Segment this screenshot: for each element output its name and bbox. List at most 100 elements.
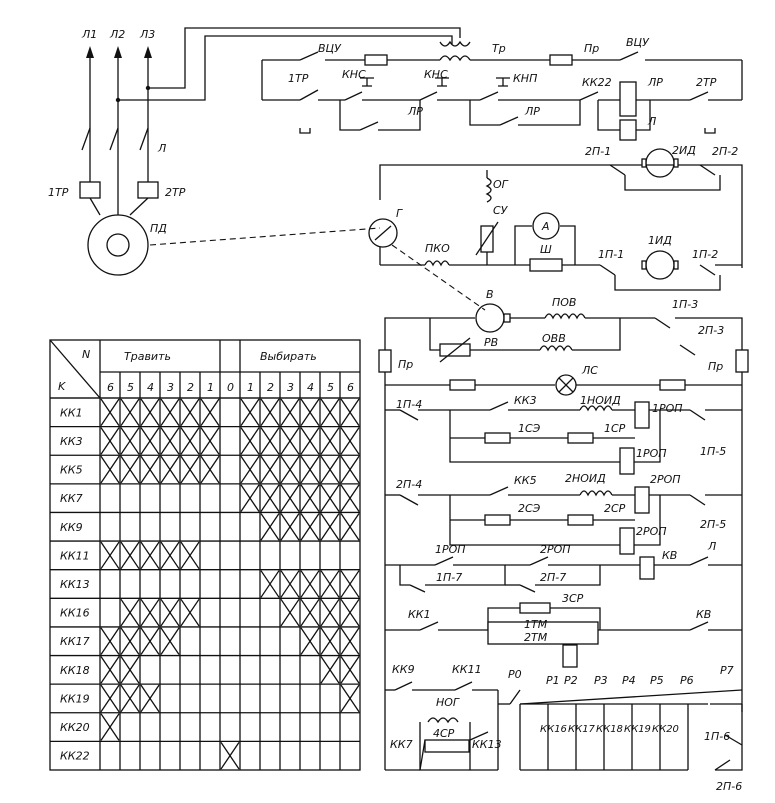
label-2p4: 2П-4 [396, 478, 422, 491]
table-cell-mark [100, 656, 120, 684]
label-LS: ЛС [581, 364, 598, 377]
table-cell-mark [280, 427, 300, 455]
table-cell-mark [100, 713, 120, 741]
generator-section [368, 148, 743, 311]
label-2rop-b: 2РОП [636, 525, 667, 538]
label-1p7: 1П-7 [436, 571, 462, 584]
label-1rop: 1РОП [652, 402, 683, 415]
label-L3: Л3 [139, 28, 155, 41]
label-R1: Р1 [546, 674, 560, 687]
table-position-label: 1 [247, 381, 254, 394]
label-1tm: 1ТМ [524, 618, 548, 631]
table-cell-mark [120, 398, 140, 426]
label-1se: 1СЭ [518, 422, 541, 435]
table-cell-mark [300, 484, 320, 512]
table-cell-mark [260, 427, 280, 455]
label-kns1: КНС [342, 68, 366, 81]
label-PKO: ПКО [425, 242, 450, 255]
label-2p7: 2П-7 [540, 571, 566, 584]
table-cell-mark [160, 541, 180, 570]
table-cell-mark [340, 598, 360, 627]
label-2p6: 2П-6 [716, 780, 742, 793]
label-OG: ОГ [493, 178, 509, 191]
table-group-right: Выбирать [260, 350, 317, 363]
label-R5: Р5 [650, 674, 664, 687]
table-cell-mark [300, 513, 320, 541]
label-kk13: КК13 [472, 738, 502, 751]
table-cell-mark [160, 455, 180, 484]
table-cell-mark [100, 684, 120, 713]
table-corner-n: N [82, 348, 90, 361]
table-cell-mark [120, 598, 140, 627]
label-2p3: 2П-3 [698, 324, 724, 337]
table-cell-mark [160, 427, 180, 455]
label-pr-top: Пр [584, 42, 599, 55]
table-cell-mark [120, 656, 140, 684]
power-section [79, 27, 461, 276]
table-cell-mark [340, 398, 360, 426]
table-cell-mark [260, 484, 280, 512]
table-cell-mark [280, 570, 300, 598]
table-cell-mark [140, 598, 160, 627]
table-cell-mark [240, 427, 260, 455]
table-cell-mark [300, 398, 320, 426]
label-kk3: КК3 [514, 394, 537, 407]
table-position-label: 5 [127, 381, 134, 394]
label-2TR: 2ТР [165, 186, 186, 199]
table-row-label: КК18 [60, 664, 90, 677]
label-nog: НОГ [436, 696, 460, 709]
label-kk7: КК7 [390, 738, 413, 751]
label-1rop-c: 1РОП [435, 543, 466, 556]
table-corner-k: K [58, 380, 66, 393]
table-row-label: КК5 [60, 464, 83, 477]
table-cell-mark [140, 427, 160, 455]
label-R3: Р3 [594, 674, 608, 687]
label-1noid: 1НОИД [580, 394, 621, 407]
label-kv: КВ [662, 549, 677, 562]
table-cell-mark [180, 598, 200, 627]
label-2sr: 2СР [604, 502, 626, 515]
table-row-label: КК16 [60, 607, 90, 620]
table-row-label: КК19 [60, 692, 90, 705]
label-1sr: 1СР [604, 422, 626, 435]
label-kk20: КК20 [652, 724, 679, 735]
table-cell-mark [320, 656, 340, 684]
label-R2: Р2 [564, 674, 578, 687]
table-cell-mark [160, 598, 180, 627]
table-row-label: КК3 [60, 435, 83, 448]
label-L: Л [157, 142, 166, 155]
table-cell-mark [280, 455, 300, 484]
table-position-label: 1 [207, 381, 214, 394]
table-cell-mark [240, 398, 260, 426]
label-1p2: 1П-2 [692, 248, 718, 261]
table-cell-mark [340, 684, 360, 713]
label-kk18: КК18 [596, 724, 623, 735]
label-L-coil: Л [647, 115, 656, 128]
table-cell-mark [120, 427, 140, 455]
label-R0: Р0 [508, 668, 522, 681]
label-kns2: КНС [424, 68, 448, 81]
table-cell-mark [320, 427, 340, 455]
table-cell-mark [140, 398, 160, 426]
label-Sh: Ш [540, 243, 552, 256]
label-2p1: 2П-1 [585, 145, 611, 158]
table-row-label: КК22 [60, 750, 90, 763]
label-2id: 2ИД [672, 144, 696, 157]
label-L2: Л2 [109, 28, 125, 41]
table-position-label: 2 [187, 381, 194, 394]
label-lr2: ЛР [407, 105, 423, 118]
table-position-label: 2 [267, 381, 274, 394]
table-cell-mark [260, 570, 280, 598]
label-kk16: КК16 [540, 724, 567, 735]
table-cell-mark [340, 656, 360, 684]
label-A: А [541, 220, 550, 233]
label-4sr: 4СР [433, 727, 455, 740]
table-cell-mark [280, 398, 300, 426]
table-cell-mark [300, 627, 320, 655]
label-2noid: 2НОИД [565, 472, 606, 485]
table-cell-mark [300, 455, 320, 484]
table-cell-mark [300, 570, 320, 598]
table-position-label: 5 [327, 381, 334, 394]
label-L1: Л1 [81, 28, 97, 41]
